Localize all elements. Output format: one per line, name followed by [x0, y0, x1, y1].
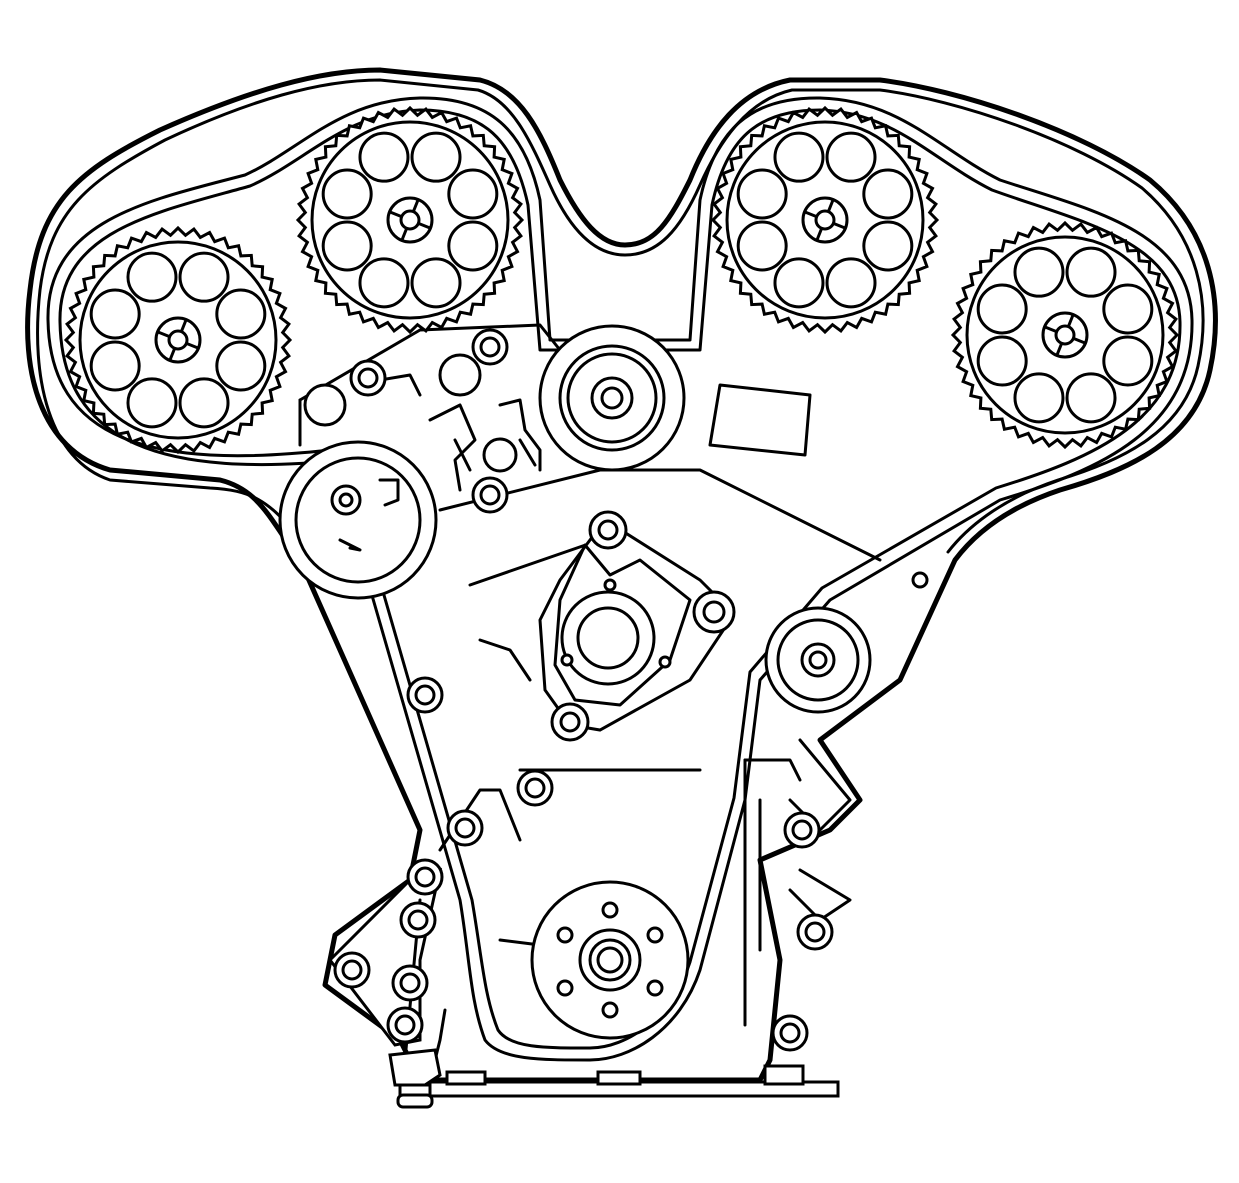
timing-cover-outline	[25, 67, 1218, 1083]
bolt-hole-inner	[524, 777, 546, 799]
parts-layer	[63, 105, 1180, 455]
sprocket-hole	[178, 251, 230, 303]
upper-left-bosses	[303, 353, 537, 473]
sprocket-bolt	[814, 209, 836, 231]
sprocket-hole	[410, 257, 462, 309]
sprocket-hole	[976, 335, 1028, 387]
sprocket-hole	[178, 377, 230, 429]
sprocket-hole	[126, 377, 178, 429]
timing-belt-inner	[58, 108, 1182, 1050]
sprocket-hole	[825, 257, 877, 309]
sprocket-hole	[825, 131, 877, 183]
sprocket-hole	[976, 283, 1028, 335]
sprocket-hole	[1065, 372, 1117, 424]
bolt-hole-inner	[479, 484, 501, 506]
sprocket-hole	[773, 257, 825, 309]
sprocket-hole	[1065, 246, 1117, 298]
sprocket-hole	[410, 131, 462, 183]
oil-pan-flange	[428, 1064, 840, 1098]
bolt-hole-inner	[357, 367, 379, 389]
bolt-hole-inner	[399, 972, 421, 994]
sprocket-hole	[358, 131, 410, 183]
sprocket-hole	[1013, 372, 1065, 424]
sprocket-hole	[736, 168, 788, 220]
crankshaft-sprocket	[530, 880, 690, 1040]
idler-pulley-right	[764, 606, 872, 714]
sprocket-hole	[89, 340, 141, 392]
tensioner-pulley	[278, 440, 438, 600]
bolt-hole-inner	[791, 819, 813, 841]
bolt-hole-inner	[341, 959, 363, 981]
sprocket-hole	[736, 220, 788, 272]
camshaft-sprocket-right-inner	[710, 105, 940, 335]
sprocket-hole	[447, 168, 499, 220]
camshaft-sprocket-left-outer	[63, 225, 293, 455]
sprocket-bolt	[1054, 324, 1076, 346]
water-pump	[538, 510, 736, 742]
sprocket-hole	[862, 220, 914, 272]
sprocket-hole	[773, 131, 825, 183]
sprocket-hole	[321, 168, 373, 220]
bolt-hole-inner	[779, 1022, 801, 1044]
bolt-holes	[333, 328, 929, 1052]
sprocket-hole	[1013, 246, 1065, 298]
camshaft-sprocket-left-inner	[295, 105, 525, 335]
bolt-hole-inner	[414, 866, 436, 888]
timing-belt-outer	[46, 96, 1194, 1062]
sprocket-bolt	[167, 329, 189, 351]
camshaft-sprocket-right-outer	[950, 220, 1180, 450]
bolt-hole-outer	[911, 571, 929, 589]
bolt-hole-inner	[454, 817, 476, 839]
timing-cover-inner-outline	[36, 78, 1205, 554]
sprocket-hole	[321, 220, 373, 272]
bolt-hole-inner	[394, 1014, 416, 1036]
sprocket-hole	[447, 220, 499, 272]
sprocket-hole	[358, 257, 410, 309]
sprocket-hole	[215, 288, 267, 340]
sprocket-hole	[1102, 335, 1154, 387]
sprocket-hole	[862, 168, 914, 220]
sprocket-hole	[1102, 283, 1154, 335]
bolt-hole-inner	[804, 921, 826, 943]
bolt-hole-inner	[407, 909, 429, 931]
bolt-hole-inner	[479, 336, 501, 358]
sprocket-bolt	[399, 209, 421, 231]
sprocket-hole	[89, 288, 141, 340]
sprocket-hole	[126, 251, 178, 303]
idler-pulley-upper	[538, 324, 686, 472]
bolt-hole-inner	[414, 684, 436, 706]
sprocket-hole	[215, 340, 267, 392]
